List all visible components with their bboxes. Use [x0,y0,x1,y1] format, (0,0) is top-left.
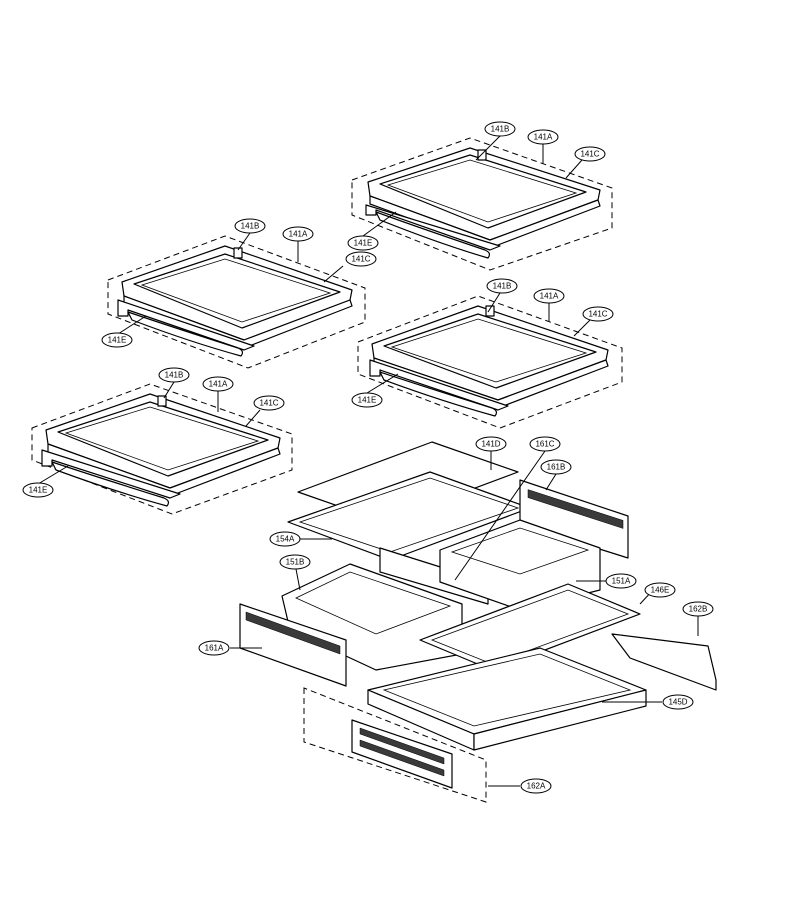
callout-141A: 141A [282,226,314,242]
svg-text:151B: 151B [286,558,305,567]
svg-text:161B: 161B [547,463,566,472]
svg-text:146E: 146E [651,586,670,595]
svg-text:141A: 141A [540,292,559,301]
svg-text:141A: 141A [209,380,228,389]
svg-text:145D: 145D [668,698,687,707]
shelf-assembly-mid-left [107,235,366,369]
callout-141E: 141E [22,482,54,498]
svg-text:151A: 151A [612,577,631,586]
svg-text:141E: 141E [108,336,127,345]
svg-text:141B: 141B [241,222,260,231]
svg-text:162B: 162B [689,605,708,614]
svg-text:141A: 141A [534,133,553,142]
side-rail-lower-right [611,633,717,691]
svg-text:141B: 141B [165,371,184,380]
svg-text:141E: 141E [354,239,373,248]
svg-text:161C: 161C [535,440,554,449]
callout-145D: 145D [662,694,694,710]
callout-141A: 141A [527,129,559,145]
shelf-assembly-mid-right [357,295,623,429]
callout-161A: 161A [198,640,230,656]
callout-141D: 141D [475,436,507,452]
svg-text:141B: 141B [491,125,510,134]
callout-141E: 141E [351,392,383,408]
callout-141B: 141B [158,367,190,383]
callout-154A: 154A [269,531,301,547]
callout-141C: 141C [574,146,606,162]
callout-151B: 151B [279,554,311,570]
svg-text:141C: 141C [580,150,599,159]
drawer-assembly [239,441,717,803]
shelf-assembly-lower-left [31,383,293,515]
svg-text:141A: 141A [289,230,308,239]
filter-unit [351,719,453,789]
callout-146E: 146E [644,582,676,598]
callout-161C: 161C [529,436,561,452]
svg-text:141C: 141C [259,399,278,408]
callout-161B: 161B [540,459,572,475]
callout-141B: 141B [234,218,266,234]
callout-162A: 162A [520,778,552,794]
callout-141E: 141E [347,235,379,251]
svg-text:154A: 154A [276,535,295,544]
callout-151A: 151A [605,573,637,589]
callout-141C: 141C [582,306,614,322]
callout-141B: 141B [484,121,516,137]
callout-141A: 141A [202,376,234,392]
svg-text:141C: 141C [351,255,370,264]
svg-text:141B: 141B [493,282,512,291]
callout-141B: 141B [486,278,518,294]
shelf-assembly-top-right [351,137,613,271]
callout-141E: 141E [101,332,133,348]
callout-141A: 141A [533,288,565,304]
callout-162B: 162B [682,601,714,617]
callout-141C: 141C [345,251,377,267]
callout-141C: 141C [253,395,285,411]
svg-text:141D: 141D [481,440,500,449]
callouts: 141B 141A 141C 141E 141B 141A 141C 141E … [22,121,714,794]
svg-text:162A: 162A [527,782,546,791]
leader-lines [37,135,699,787]
svg-text:141E: 141E [29,486,48,495]
svg-text:161A: 161A [205,644,224,653]
svg-text:141E: 141E [358,396,377,405]
base-panel [419,583,641,671]
svg-text:141C: 141C [588,310,607,319]
